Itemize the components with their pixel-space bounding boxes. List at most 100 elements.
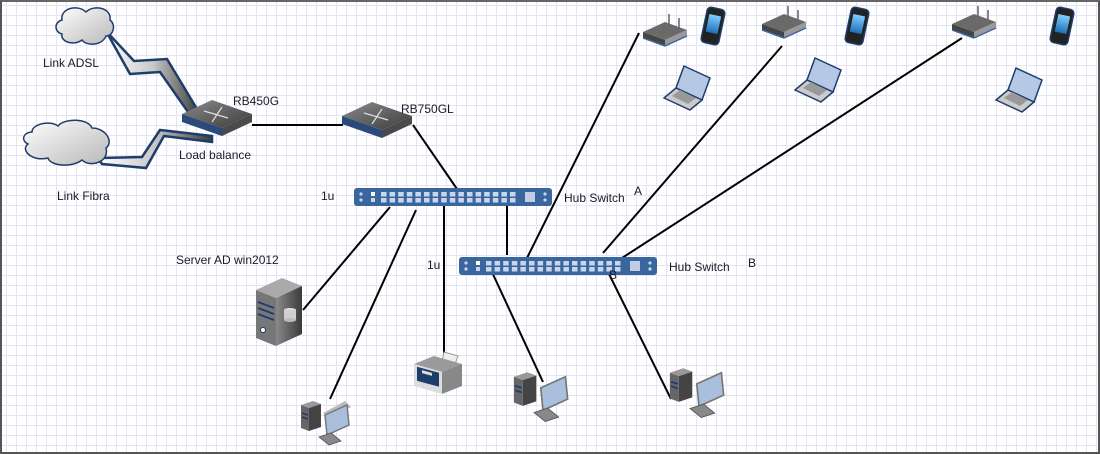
switch-port [554,267,561,272]
link-switchb-ap1 [526,32,640,259]
switch-port [406,198,413,203]
laptop-1-icon[interactable] [662,64,714,114]
label-switch-b-name: Hub Switch [669,260,730,274]
switch-port [589,261,595,266]
switch-port [441,198,447,203]
switch-port [381,192,387,197]
switch-port [492,192,499,197]
phone-2-icon[interactable] [844,6,872,48]
wan-link-fibra [95,128,214,170]
label-switch-a-letter: A [634,184,643,198]
link-switchb-ap2 [602,45,783,254]
label-switch-a-u: 1u [321,189,335,203]
switch-port [458,198,464,203]
switch-port [615,267,621,272]
workstation-2-icon[interactable] [512,370,574,426]
switch-port [520,261,526,266]
switch-port [486,267,492,272]
switch-port [510,192,516,197]
switch-port [511,261,518,266]
link-switchb-ap3 [621,37,963,259]
switch-a-icon[interactable] [354,188,554,207]
label-link-fibra: Link Fibra [57,189,110,203]
router-rb750gl-icon[interactable] [342,100,414,140]
switch-port [615,261,621,266]
wifi-ap-1-icon[interactable] [643,14,689,48]
switch-port [580,261,587,266]
switch-port [520,267,526,272]
label-switch-b-port-letter: B [609,268,618,282]
cloud-fibra-icon [22,119,110,166]
router-rb450g-icon[interactable] [182,98,254,138]
switch-port [537,261,544,266]
switch-port [606,261,612,266]
switch-port [597,261,604,266]
wifi-ap-3-icon[interactable] [952,6,998,40]
switch-port [406,192,413,197]
switch-port [572,267,578,272]
switch-port [424,198,430,203]
link-switchb-ws2 [490,269,544,383]
switch-port [492,198,499,203]
label-load-balance: Load balance [179,148,252,162]
switch-port [449,198,456,203]
label-rb450g: RB450G [233,94,280,108]
switch-port [589,267,595,272]
switch-port [398,192,404,197]
switch-port [432,192,439,197]
switch-port [415,192,421,197]
switch-port [449,192,456,197]
switch-port [475,192,482,197]
switch-port [381,198,387,203]
link-switchb-ws3 [608,273,672,400]
switch-port [415,198,421,203]
link-switcha-ws1 [329,209,417,400]
switch-port [580,267,587,272]
label-link-adsl: Link ADSL [43,56,100,70]
switch-port [424,192,430,197]
switch-port [606,267,612,272]
printer-icon[interactable] [414,350,464,400]
switch-port [484,198,490,203]
switch-port [501,198,507,203]
switch-b-icon[interactable] [459,257,659,276]
switch-port [511,267,518,272]
switch-port [432,198,439,203]
switch-port [503,261,509,266]
switch-port [503,267,509,272]
laptop-3-icon[interactable] [994,66,1046,116]
server-icon[interactable] [256,276,304,348]
switch-port [484,192,490,197]
switch-port [389,192,396,197]
switch-port [529,267,535,272]
switch-port [467,198,473,203]
laptop-2-icon[interactable] [793,56,845,106]
switch-port [501,192,507,197]
switch-port [458,192,464,197]
label-switch-b-letter: B [748,256,757,270]
workstation-1-icon[interactable] [301,399,353,449]
workstation-3-icon[interactable] [668,366,730,422]
switch-port [510,198,516,203]
phone-1-icon[interactable] [700,6,728,48]
switch-port [546,267,552,272]
switch-port [563,261,569,266]
switch-port [572,261,578,266]
phone-3-icon[interactable] [1049,6,1077,48]
switch-port [441,192,447,197]
switch-port [486,261,492,266]
switch-port [554,261,561,266]
switch-port [494,261,501,266]
label-server: Server AD win2012 [176,253,279,267]
switch-port [494,267,501,272]
label-rb750gl: RB750GL [401,102,454,116]
label-switch-b-u: 1u [427,258,441,272]
switch-port [563,267,569,272]
switch-port [529,261,535,266]
cloud-adsl-icon [55,7,115,45]
wifi-ap-2-icon[interactable] [762,6,808,40]
switch-port [597,267,604,272]
switch-port [389,198,396,203]
